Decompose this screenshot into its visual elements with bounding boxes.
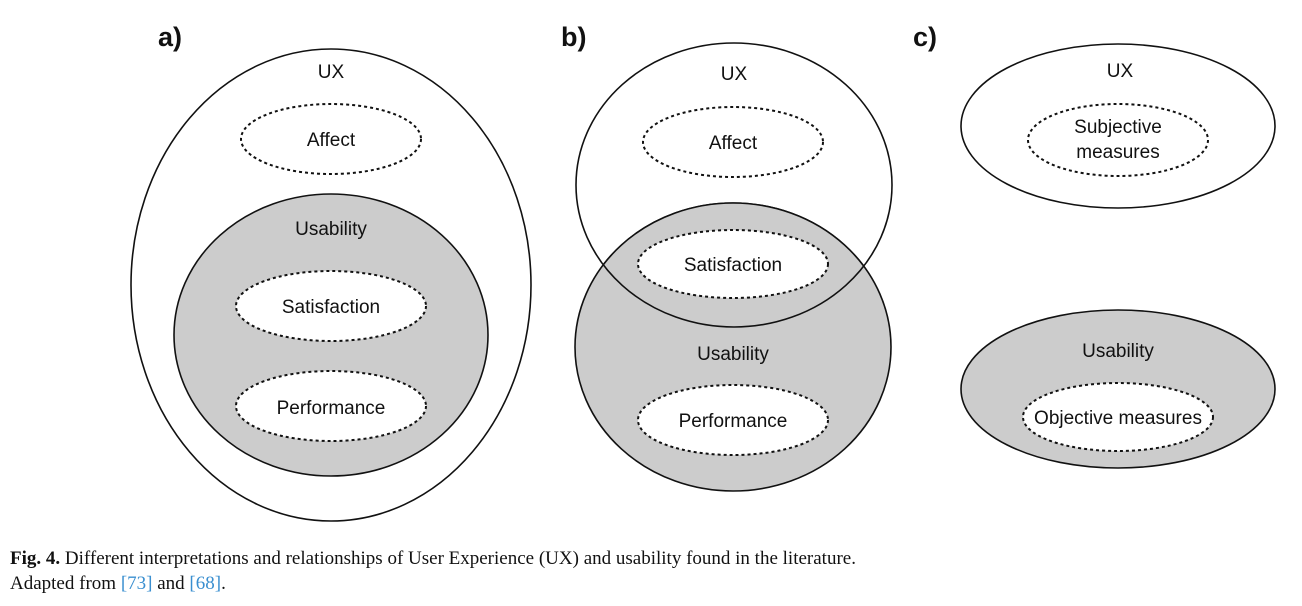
- performance-ellipse: [235, 370, 427, 442]
- objective-measures-label: Objective measures: [1034, 408, 1202, 429]
- performance-ellipse: [637, 384, 829, 456]
- satisfaction-label: Satisfaction: [282, 297, 380, 318]
- usability-label: Usability: [295, 219, 367, 240]
- panel-c: c) UX Subjective measures Usability Obje…: [913, 22, 1276, 469]
- figure-number: Fig. 4.: [10, 548, 61, 569]
- panel-c-label: c): [913, 22, 937, 52]
- citation-link-73[interactable]: [73]: [120, 573, 153, 594]
- satisfaction-label: Satisfaction: [684, 255, 782, 276]
- ux-label: UX: [721, 64, 748, 85]
- caption-period: .: [221, 573, 226, 594]
- caption-line1: Fig. 4. Different interpretations and re…: [10, 546, 1290, 571]
- caption-and: and: [152, 573, 190, 594]
- ux-label: UX: [318, 62, 345, 83]
- caption-line2: Adapted from [73] and [68].: [10, 571, 1290, 596]
- affect-ellipse: [240, 103, 422, 175]
- figure-diagram: a) UX Affect Usability Satisfaction Perf…: [130, 22, 1276, 522]
- objective-measures-ellipse: [1022, 382, 1214, 452]
- subjective-measures-label-line2: measures: [1076, 142, 1159, 163]
- satisfaction-ellipse: [235, 270, 427, 342]
- usability-label: Usability: [1082, 341, 1154, 362]
- caption-text: Different interpretations and relationsh…: [60, 548, 856, 569]
- usability-label: Usability: [697, 344, 769, 365]
- subjective-measures-label-line1: Subjective: [1074, 117, 1162, 138]
- panel-b: b) UX Affect Satisfaction Usability Perf…: [561, 22, 893, 492]
- panel-b-label: b): [561, 22, 586, 52]
- subjective-measures-ellipse: [1027, 103, 1209, 177]
- ux-label: UX: [1107, 61, 1134, 82]
- figure-caption: Fig. 4. Different interpretations and re…: [10, 546, 1290, 596]
- performance-label: Performance: [277, 398, 386, 419]
- affect-label: Affect: [307, 130, 356, 151]
- ux-ellipse: [575, 42, 893, 328]
- affect-label: Affect: [709, 133, 758, 154]
- satisfaction-ellipse: [637, 229, 829, 299]
- citation-link-68[interactable]: [68]: [189, 573, 222, 594]
- caption-adapted: Adapted from: [10, 573, 121, 594]
- panel-a: a) UX Affect Usability Satisfaction Perf…: [130, 22, 532, 522]
- panel-a-label: a): [158, 22, 182, 52]
- performance-label: Performance: [679, 411, 788, 432]
- affect-ellipse: [642, 106, 824, 178]
